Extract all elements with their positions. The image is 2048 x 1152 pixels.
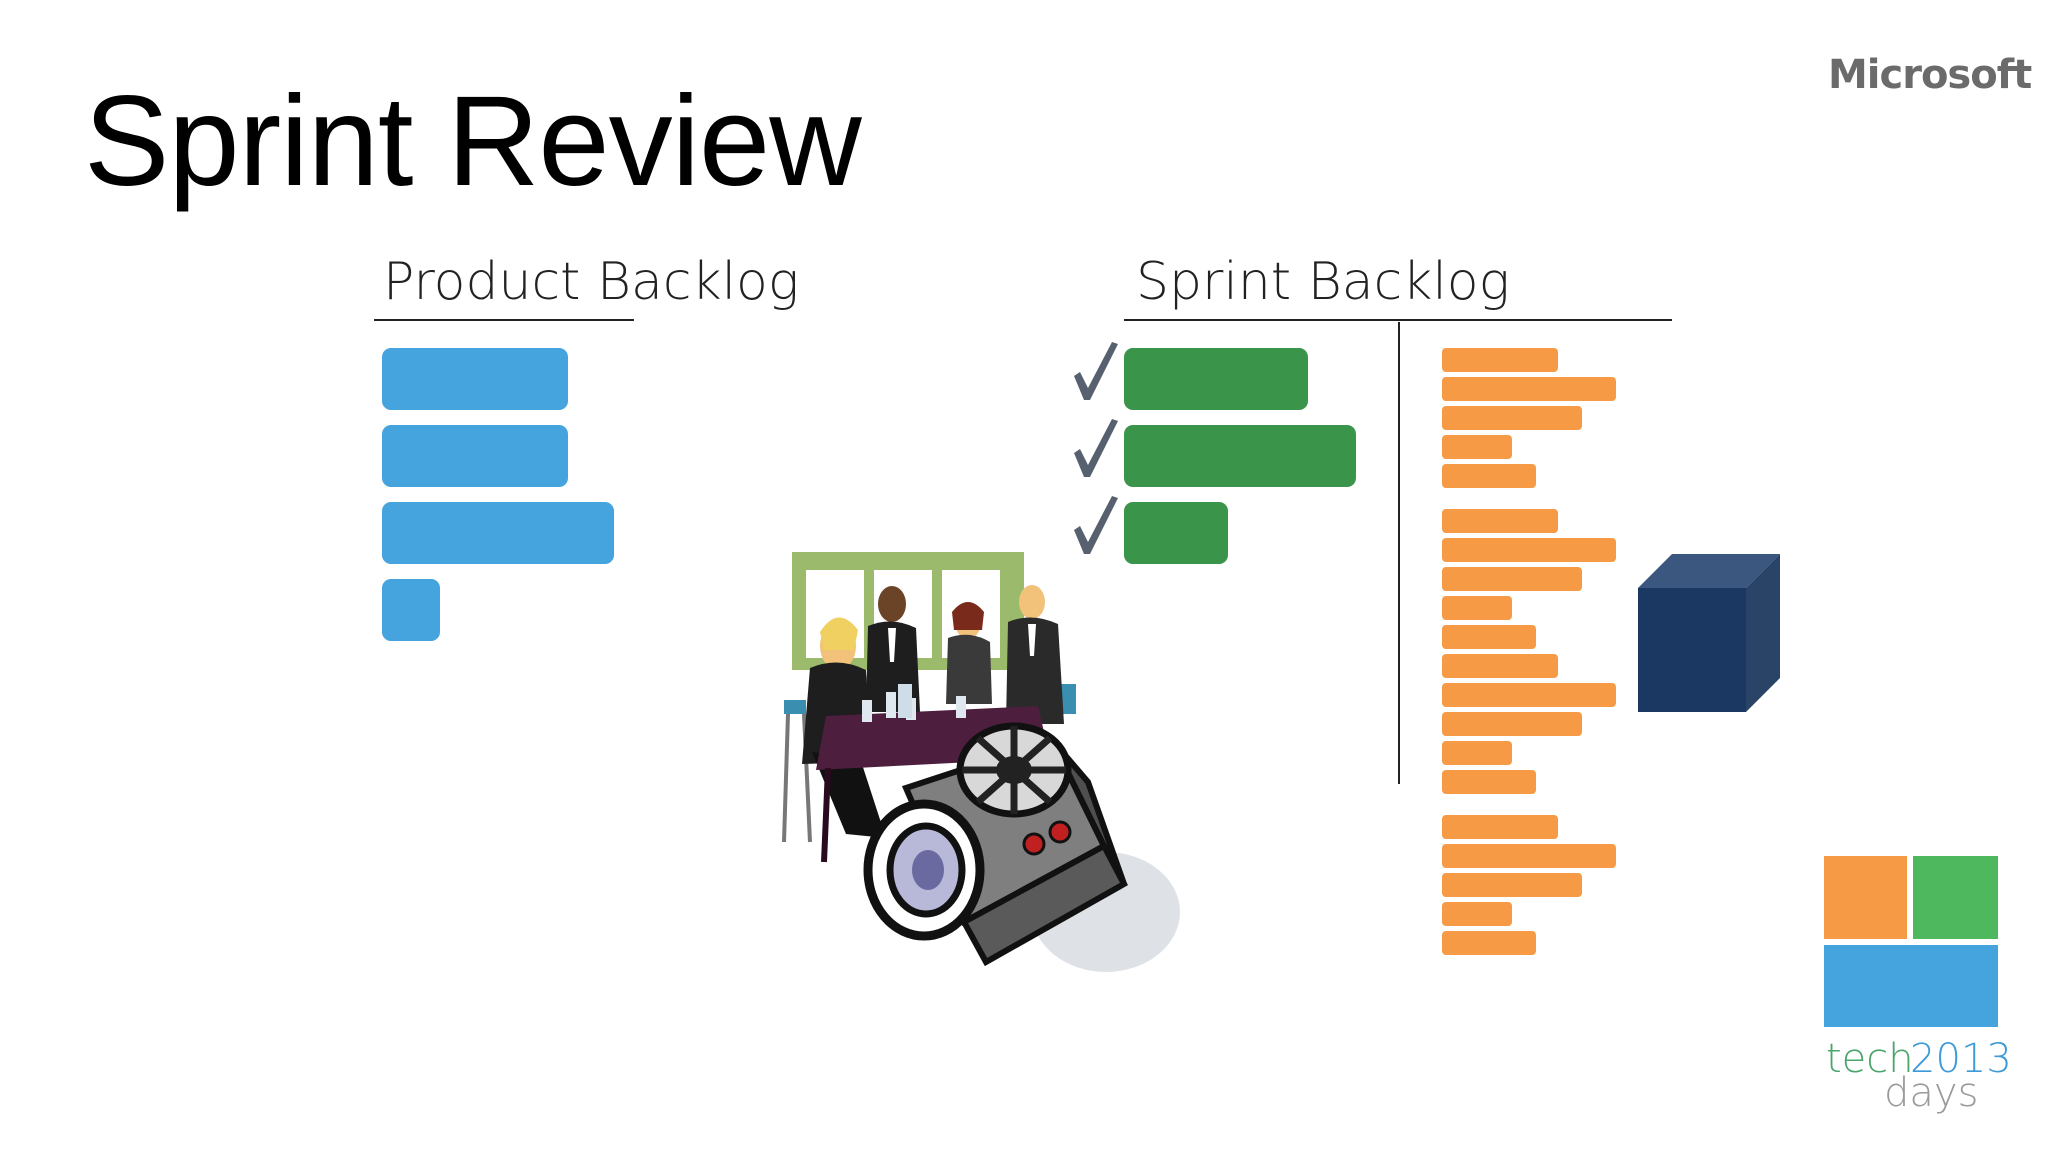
logo-word-days: days [1884, 1070, 1979, 1116]
sprint-backlog-task [1442, 377, 1616, 401]
logo-word-tech: tech [1826, 1036, 1914, 1082]
check-icon [1074, 419, 1118, 477]
logo-tile-green [1913, 856, 1998, 939]
sprint-backlog-task [1442, 625, 1536, 649]
sprint-backlog-done-item [1124, 348, 1308, 410]
microsoft-logo: Microsoft [1828, 52, 2032, 98]
product-backlog-item [382, 579, 440, 641]
sprint-backlog-task [1442, 406, 1582, 430]
slide-title: Sprint Review [84, 70, 862, 213]
sprint-backlog-task [1442, 815, 1558, 839]
check-icon [1074, 496, 1118, 554]
sprint-backlog-task [1442, 509, 1558, 533]
meeting-and-projector-clipart [782, 552, 1180, 972]
product-backlog-item [382, 425, 568, 487]
product-backlog-heading: Product Backlog [383, 252, 800, 312]
product-backlog-underline [374, 319, 634, 321]
sprint-backlog-heading: Sprint Backlog [1136, 252, 1510, 312]
sprint-backlog-task [1442, 873, 1582, 897]
cube-icon [1638, 554, 1780, 712]
product-backlog-item [382, 502, 614, 564]
logo-tile-blue [1824, 945, 1998, 1027]
sprint-backlog-task [1442, 902, 1512, 926]
sprint-backlog-task [1442, 712, 1582, 736]
sprint-backlog-done-item [1124, 502, 1228, 564]
sprint-backlog-underline [1124, 319, 1672, 321]
product-backlog-item [382, 348, 568, 410]
logo-tile-orange [1824, 856, 1907, 939]
sprint-backlog-task [1442, 348, 1558, 372]
sprint-backlog-divider [1398, 322, 1400, 784]
sprint-backlog-task [1442, 741, 1512, 765]
sprint-backlog-task [1442, 931, 1536, 955]
movie-projector-icon [863, 722, 1180, 972]
sprint-backlog-task [1442, 844, 1616, 868]
sprint-backlog-task [1442, 538, 1616, 562]
sprint-backlog-task [1442, 770, 1536, 794]
sprint-backlog-task [1442, 654, 1558, 678]
check-icon [1074, 342, 1118, 400]
sprint-backlog-task [1442, 435, 1512, 459]
tech-days-wordmark: tech 2013 days [1826, 1036, 2012, 1116]
tech-days-logo [1824, 856, 1998, 1027]
sprint-backlog-task [1442, 464, 1536, 488]
sprint-backlog-task [1442, 596, 1512, 620]
logo-word-year: 2013 [1910, 1036, 2012, 1082]
sprint-backlog-task [1442, 683, 1616, 707]
sprint-backlog-task [1442, 567, 1582, 591]
meeting-people-icon [782, 552, 1076, 863]
sprint-backlog-done-item [1124, 425, 1356, 487]
